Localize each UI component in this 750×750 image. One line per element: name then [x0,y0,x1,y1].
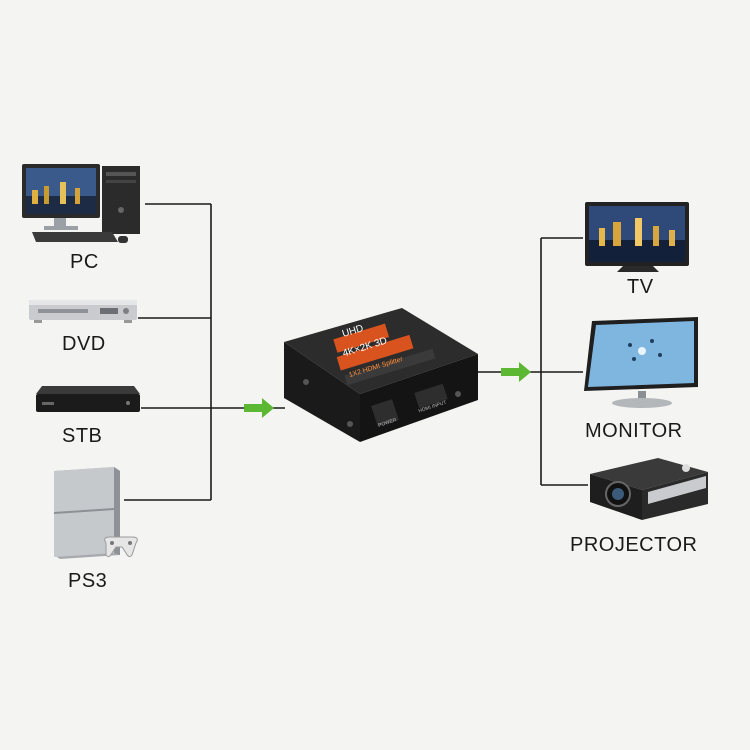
pc-label: PC [70,251,99,273]
hdmi-splitter-icon: UHD 4K×2K 3D 1X2 HDMI Splitter POWER HDM… [278,302,483,447]
projector-label: PROJECTOR [570,534,698,556]
monitor-icon [582,315,702,413]
tv-icon [583,200,693,275]
input-arrow-icon [244,398,274,418]
pc-icon [20,160,145,250]
game-console-icon [48,465,143,565]
tv-label: TV [627,276,654,298]
output-arrow-icon [501,362,531,382]
dvd-label: DVD [62,333,106,355]
set-top-box-icon [32,380,144,420]
dvd-player-icon [28,296,140,326]
monitor-label: MONITOR [585,420,683,442]
ps3-label: PS3 [68,570,108,592]
stb-label: STB [62,425,103,447]
projector-icon [588,448,710,528]
